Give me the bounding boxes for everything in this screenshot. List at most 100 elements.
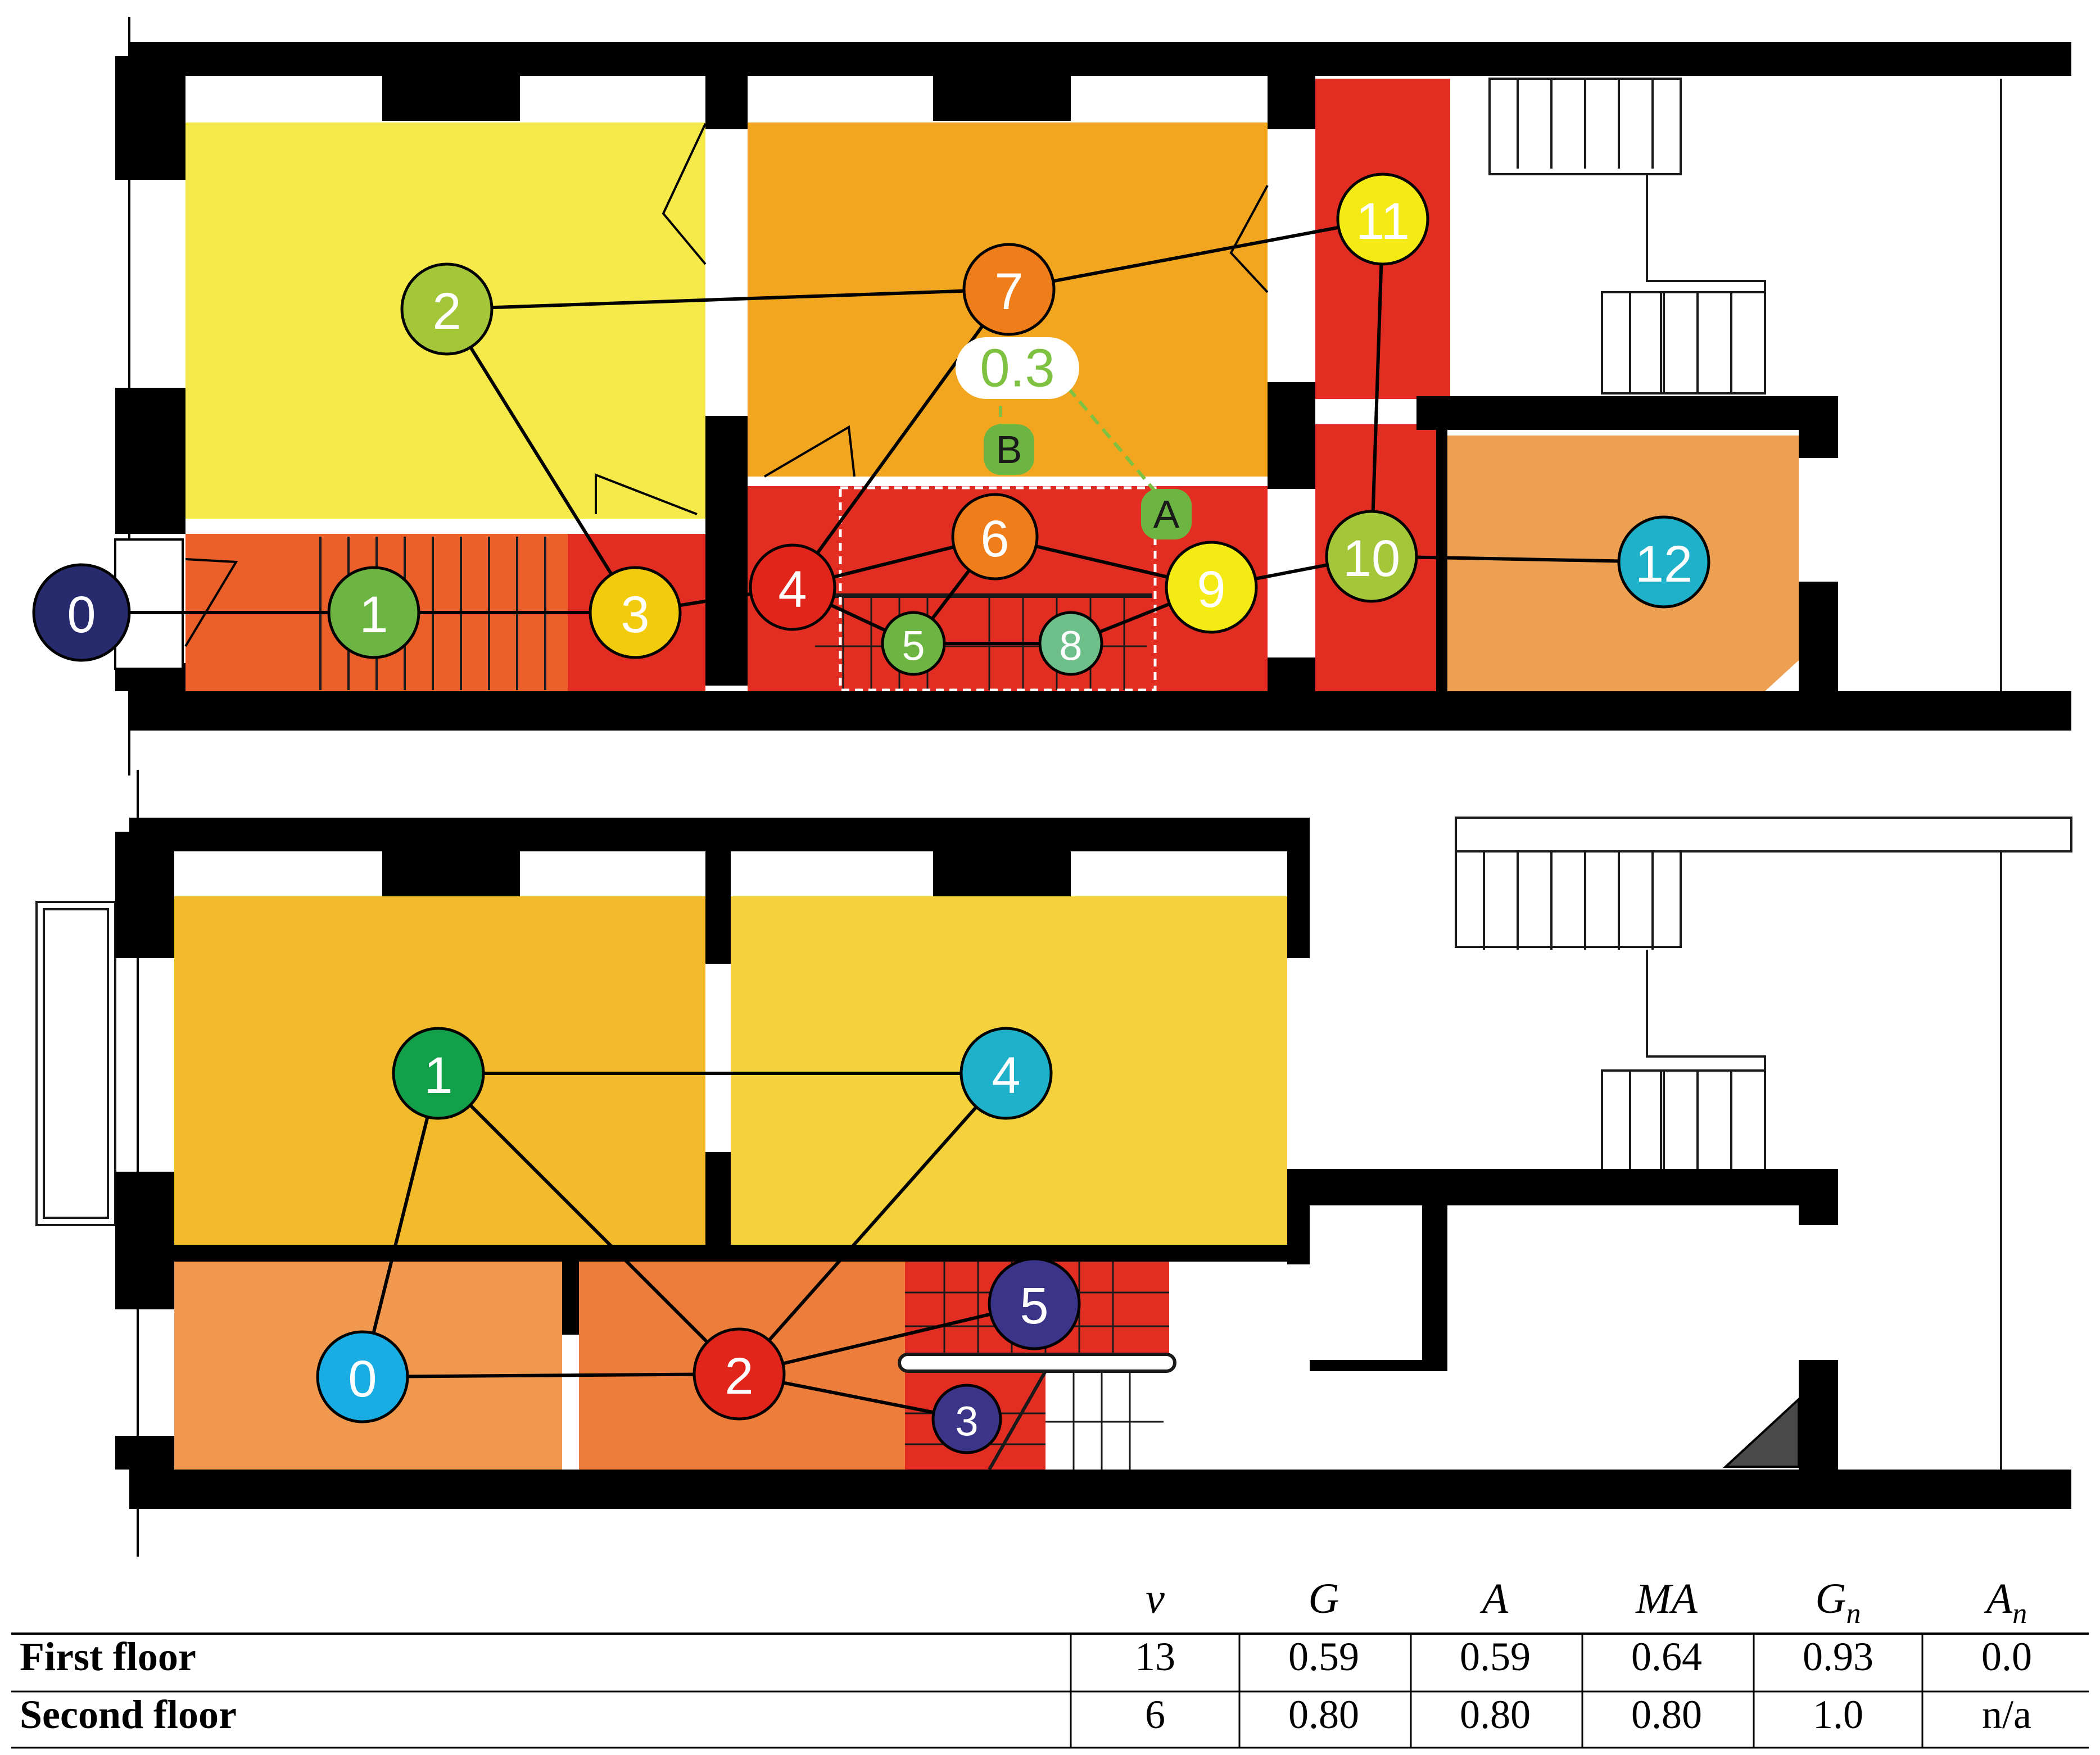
first-floor-node-label: 6 <box>980 510 1009 568</box>
first-floor-node-circle <box>1336 173 1429 266</box>
first-floor-node-7: 7 <box>962 243 1056 336</box>
first-floor-node-circle <box>589 566 682 659</box>
first-floor-node-circle <box>1038 611 1103 676</box>
first-floor-node-3: 3 <box>589 566 682 659</box>
second-floor-node-5: 5 <box>988 1257 1081 1350</box>
weight-label-bg <box>956 337 1079 399</box>
back-stair <box>1488 78 2002 691</box>
table-cell-1-3: 0.80 <box>1631 1692 1702 1737</box>
first-floor-node-circle <box>400 262 494 356</box>
table-cell-0-4: 0.93 <box>1803 1634 1873 1679</box>
second-floor-edge-2-4 <box>737 1072 1008 1375</box>
table-header-1: G <box>1309 1575 1339 1622</box>
walls-second-floor <box>115 818 2071 1509</box>
first-floor-node-circle <box>881 611 946 676</box>
table-cell-1-1: 0.80 <box>1288 1692 1359 1737</box>
first-floor-node-label: 1 <box>359 586 388 643</box>
table-cell-0-1: 0.59 <box>1288 1634 1359 1679</box>
table-header-5: An <box>1984 1575 2027 1630</box>
table-row-label-1: Second floor <box>20 1692 237 1737</box>
dark-triangle <box>1722 1396 1800 1468</box>
first-floor-node-4: 4 <box>749 543 836 631</box>
table-cell-1-0: 6 <box>1145 1692 1165 1737</box>
table-cell-0-3: 0.64 <box>1631 1634 1702 1679</box>
dashed-stair-outline <box>839 486 1157 692</box>
table-header-2: A <box>1479 1575 1509 1622</box>
second-floor-node-4: 4 <box>960 1027 1053 1120</box>
first-floor-node-8: 8 <box>1038 611 1103 676</box>
first-floor-node-1: 1 <box>327 566 420 659</box>
second-floor-node-2: 2 <box>693 1327 786 1421</box>
second-floor-edge-1-2 <box>437 1072 741 1376</box>
second-floor-node-circle <box>392 1027 485 1120</box>
first-floor-node-label: 3 <box>621 586 649 643</box>
first-floor-node-12: 12 <box>1617 515 1710 609</box>
first-floor-edge-2-7 <box>446 288 1010 311</box>
weight-label: 0.3 <box>980 338 1054 398</box>
first-floor-node-label: 2 <box>432 283 461 340</box>
first-floor-node-label: 7 <box>994 263 1023 320</box>
door-swings-first <box>184 123 1269 647</box>
first-floor-node-label: 10 <box>1343 530 1400 587</box>
second-floor-node-0: 0 <box>316 1330 409 1423</box>
graph-nodes-second: 0 1 2 3 4 5 <box>316 1027 1081 1454</box>
annot-b: B <box>996 428 1022 471</box>
first-floor-node-11: 11 <box>1336 173 1429 266</box>
annot-b-bg <box>984 424 1034 475</box>
second-floor-node-circle <box>931 1384 1002 1454</box>
first-floor-edge-4-7 <box>791 288 1011 588</box>
table-row-label-0: First floor <box>20 1634 196 1679</box>
first-floor-node-9: 9 <box>1165 541 1258 634</box>
table-header-3: MA <box>1635 1575 1698 1622</box>
table-cell-1-5: n/a <box>1982 1692 2031 1737</box>
second-floor-edge-2-5 <box>739 1302 1035 1376</box>
first-floor-node-circle <box>327 566 420 659</box>
table-header-4: Gn <box>1816 1575 1861 1630</box>
first-floor-edge-10-12 <box>1371 555 1664 564</box>
first-floor-node-circle <box>1617 515 1710 609</box>
second-floor-node-circle <box>693 1327 786 1421</box>
graph-edges-second <box>361 1072 1035 1421</box>
first-floor-node-circle <box>951 493 1039 581</box>
second-floor-edge-0-2 <box>362 1372 740 1378</box>
second-floor-node-label: 5 <box>1020 1277 1048 1335</box>
first-floor-node-label: 5 <box>902 623 925 669</box>
second-floor-node-1: 1 <box>392 1027 485 1120</box>
second-floor-node-label: 1 <box>424 1047 452 1104</box>
first-floor-node-circle <box>962 243 1056 336</box>
first-floor-node-5: 5 <box>881 611 946 676</box>
dashed-annotation: 0.3 B A <box>956 337 1192 539</box>
second-floor-node-circle <box>988 1257 1081 1350</box>
table-cell-0-5: 0.0 <box>1981 1634 2032 1679</box>
first-floor-node-circle <box>32 563 131 662</box>
first-floor-edge-7-11 <box>1008 217 1383 291</box>
walls-first-floor <box>115 42 2071 731</box>
first-floor-node-label: 8 <box>1059 623 1082 669</box>
table-cell-1-4: 1.0 <box>1813 1692 1863 1737</box>
first-floor-node-6: 6 <box>951 493 1039 581</box>
first-floor-node-2: 2 <box>400 262 494 356</box>
first-floor-node-label: 0 <box>67 586 96 643</box>
second-floor-plan: 0 1 2 3 4 5 <box>35 770 2072 1557</box>
second-floor-node-circle <box>316 1330 409 1423</box>
second-floor-node-circle <box>960 1027 1053 1120</box>
second-floor-node-3: 3 <box>931 1384 1002 1454</box>
table-cell-1-2: 0.80 <box>1460 1692 1531 1737</box>
second-floor-node-label: 4 <box>992 1047 1020 1104</box>
first-floor-node-circle <box>749 543 836 631</box>
second-floor-node-label: 2 <box>725 1348 753 1405</box>
first-floor-node-0: 0 <box>32 563 131 662</box>
first-floor-node-label: 11 <box>1356 193 1410 250</box>
second-floor-node-label: 0 <box>348 1350 377 1408</box>
first-floor-node-label: 9 <box>1197 561 1225 618</box>
second-floor-edge-0-1 <box>361 1073 440 1377</box>
table-header-0: v <box>1146 1575 1165 1622</box>
table-cell-0-2: 0.59 <box>1460 1634 1531 1679</box>
first-floor-node-label: 4 <box>778 561 807 618</box>
first-floor-node-label: 12 <box>1635 536 1692 593</box>
first-floor-node-circle <box>1325 510 1418 603</box>
table-cell-0-0: 13 <box>1135 1634 1175 1679</box>
